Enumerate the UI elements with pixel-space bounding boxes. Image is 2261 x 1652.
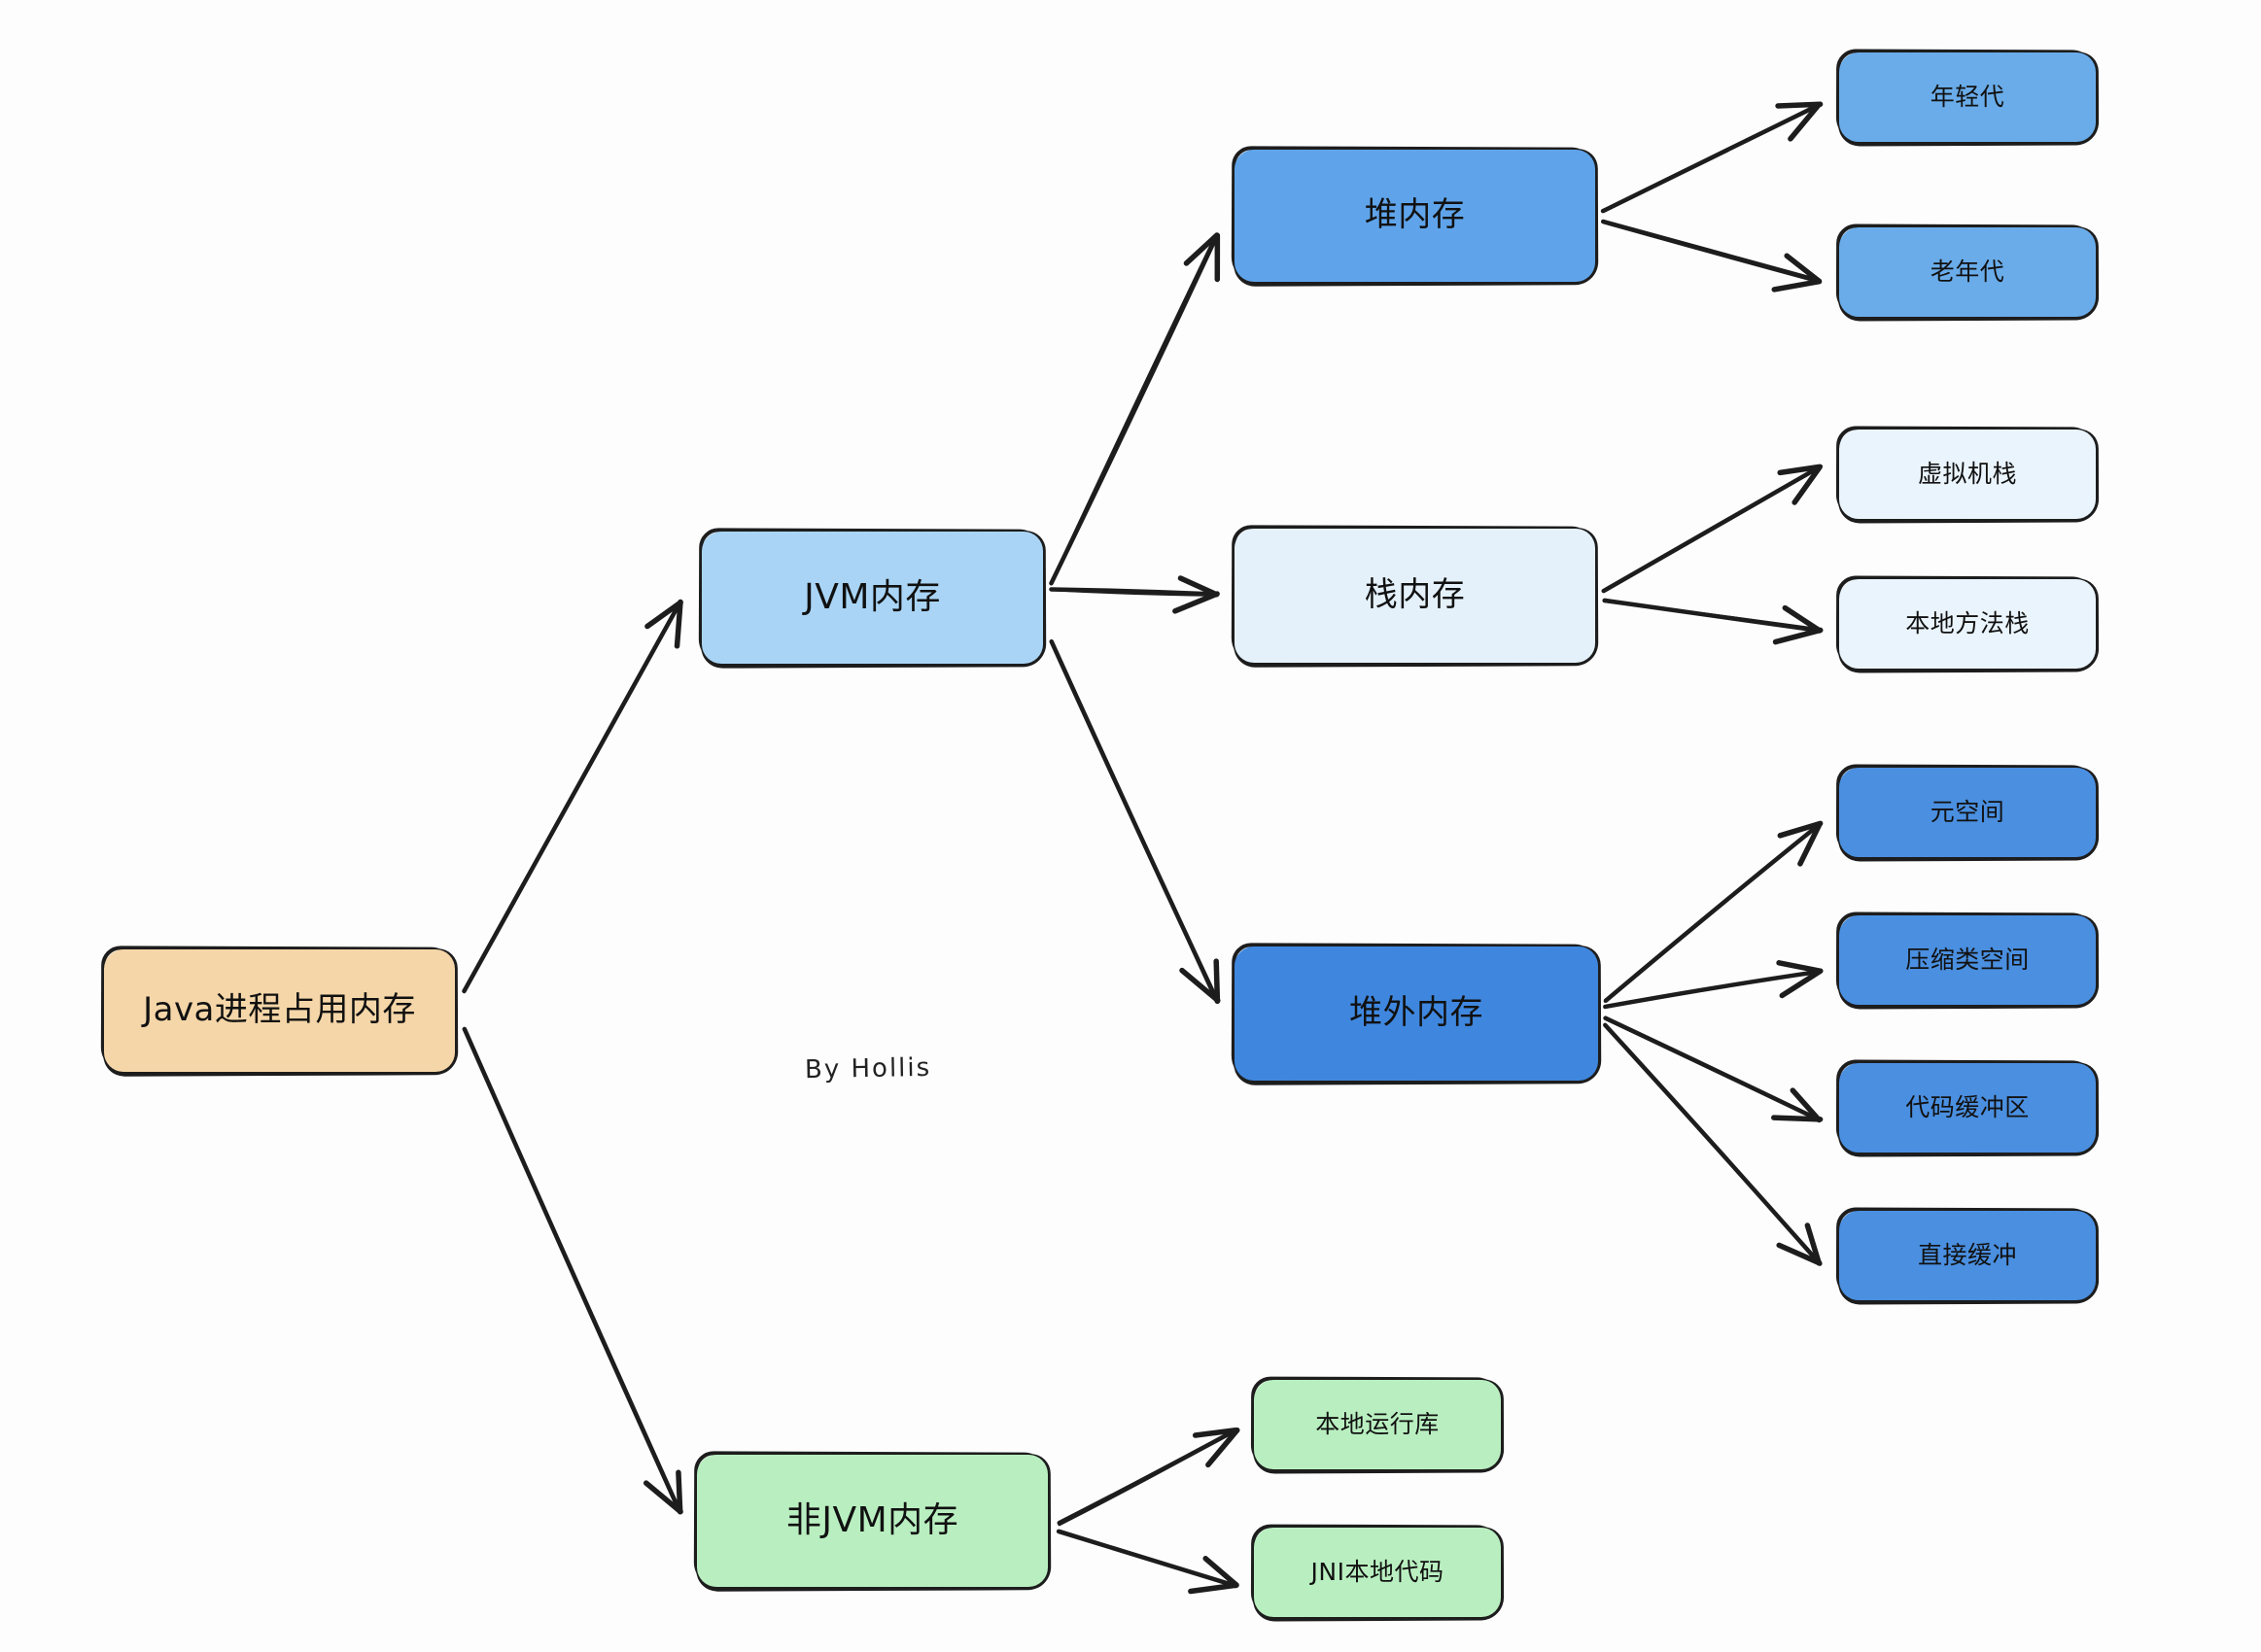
node-nonjvm[interactable]: 非JVM内存 bbox=[695, 1453, 1050, 1589]
edge-jvm-to-offheap bbox=[1049, 638, 1221, 1005]
node-label-old: 老年代 bbox=[1930, 258, 2005, 286]
node-stack[interactable]: 栈内存 bbox=[1233, 527, 1597, 665]
node-vmstack[interactable]: 虚拟机栈 bbox=[1837, 428, 2098, 521]
node-metaspace[interactable]: 元空间 bbox=[1837, 766, 2098, 859]
node-fill bbox=[1839, 227, 2096, 317]
node-ccs[interactable]: 压缩类空间 bbox=[1837, 913, 2098, 1007]
node-fill bbox=[1839, 768, 2096, 857]
node-codecache[interactable]: 代码缓冲区 bbox=[1837, 1061, 2098, 1154]
node-label-jvm: JVM内存 bbox=[804, 577, 941, 618]
node-old[interactable]: 老年代 bbox=[1837, 225, 2098, 319]
node-fill bbox=[697, 1455, 1048, 1587]
node-label-codecache: 代码缓冲区 bbox=[1905, 1093, 2030, 1121]
edge-root-to-nonjvm bbox=[462, 1026, 683, 1515]
node-fill bbox=[1839, 430, 2096, 519]
node-fill bbox=[1254, 1380, 1501, 1469]
node-label-stack: 栈内存 bbox=[1364, 576, 1466, 614]
edge-offheap-to-directbuf bbox=[1603, 1022, 1823, 1266]
node-jnicode[interactable]: JNI本地代码 bbox=[1252, 1526, 1503, 1619]
node-label-heap: 堆内存 bbox=[1364, 196, 1466, 234]
node-fill bbox=[1839, 1211, 2096, 1300]
node-fill bbox=[1839, 915, 2096, 1005]
node-nativelib[interactable]: 本地运行库 bbox=[1252, 1378, 1503, 1471]
node-fill bbox=[702, 532, 1043, 664]
node-label-young: 年轻代 bbox=[1930, 83, 2005, 111]
node-label-vmstack: 虚拟机栈 bbox=[1917, 460, 2017, 488]
node-offheap[interactable]: 堆外内存 bbox=[1233, 945, 1600, 1083]
node-natstack[interactable]: 本地方法栈 bbox=[1837, 577, 2098, 671]
node-fill bbox=[1235, 529, 1595, 663]
node-root[interactable]: Java进程占用内存 bbox=[102, 947, 457, 1074]
node-jvm[interactable]: JVM内存 bbox=[700, 530, 1045, 666]
node-label-ccs: 压缩类空间 bbox=[1905, 946, 2030, 974]
edge-jvm-to-stack bbox=[1049, 575, 1220, 614]
edge-nonjvm-to-nativelib bbox=[1057, 1427, 1240, 1527]
node-label-nonjvm: 非JVM内存 bbox=[785, 1500, 959, 1541]
node-directbuf[interactable]: 直接缓冲 bbox=[1837, 1209, 2098, 1302]
node-label-metaspace: 元空间 bbox=[1930, 798, 2005, 826]
edge-stack-to-vmstack bbox=[1601, 464, 1824, 594]
node-fill bbox=[1839, 52, 2096, 142]
edge-stack-to-natstack bbox=[1602, 598, 1824, 645]
node-label-root: Java进程占用内存 bbox=[143, 990, 416, 1030]
node-heap[interactable]: 堆内存 bbox=[1233, 148, 1597, 284]
edge-offheap-to-codecache bbox=[1603, 1015, 1824, 1123]
node-fill bbox=[1839, 579, 2096, 669]
node-young[interactable]: 年轻代 bbox=[1837, 51, 2098, 144]
node-fill bbox=[1235, 150, 1595, 282]
node-label-directbuf: 直接缓冲 bbox=[1917, 1241, 2017, 1269]
node-label-offheap: 堆外内存 bbox=[1349, 994, 1483, 1032]
node-fill bbox=[1839, 1063, 2096, 1153]
node-fill bbox=[1235, 946, 1598, 1081]
node-fill bbox=[1254, 1528, 1501, 1617]
edge-offheap-to-metaspace bbox=[1603, 820, 1824, 1003]
edge-root-to-jvm bbox=[462, 599, 683, 994]
edge-jvm-to-heap bbox=[1049, 232, 1221, 586]
edge-heap-to-young bbox=[1600, 101, 1824, 214]
edge-nonjvm-to-jnicode bbox=[1056, 1529, 1239, 1595]
node-label-jnicode: JNI本地代码 bbox=[1310, 1557, 1444, 1586]
node-label-natstack: 本地方法栈 bbox=[1905, 609, 2030, 637]
author-watermark: By Hollis bbox=[804, 1052, 932, 1085]
edge-offheap-to-ccs bbox=[1603, 960, 1824, 1010]
node-label-nativelib: 本地运行库 bbox=[1315, 1410, 1440, 1438]
edge-heap-to-old bbox=[1600, 219, 1823, 293]
node-fill bbox=[104, 949, 455, 1072]
